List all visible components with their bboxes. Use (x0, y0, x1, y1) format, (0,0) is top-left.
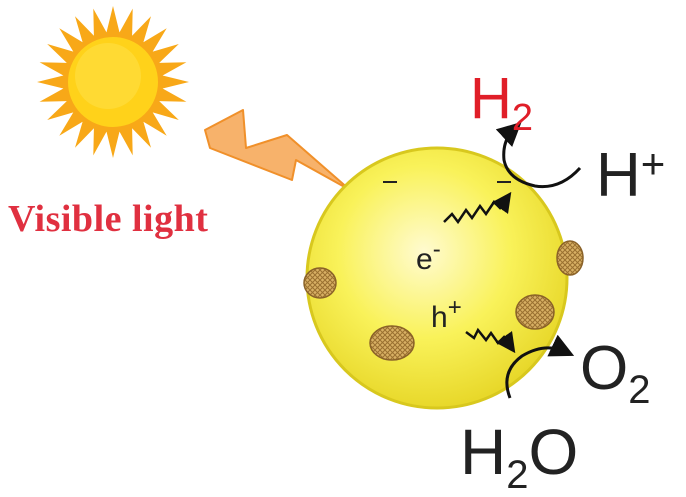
water-label: H2O (460, 416, 579, 497)
h2-product-label: H2 (470, 66, 534, 139)
oxidation-curved-arrow (505, 334, 575, 399)
photocatalyst-particle (305, 146, 569, 410)
lightning-bolt-icon (204, 109, 351, 191)
electron-label: e- (416, 236, 441, 276)
cocatalyst-particle (369, 325, 415, 361)
hole-label: h+ (431, 294, 462, 334)
o2-product-label: O2 (580, 334, 651, 412)
visible-light-label: Visible light (8, 198, 209, 240)
electron-path-arrow (443, 191, 512, 225)
cocatalyst-particle (556, 240, 584, 276)
cocatalyst-particle (303, 267, 337, 299)
reduction-curved-arrow (495, 121, 582, 189)
proton-label: H+ (596, 140, 666, 210)
cocatalyst-particle (515, 294, 555, 330)
hole-path-arrow (465, 327, 516, 354)
sun-icon (37, 6, 189, 158)
